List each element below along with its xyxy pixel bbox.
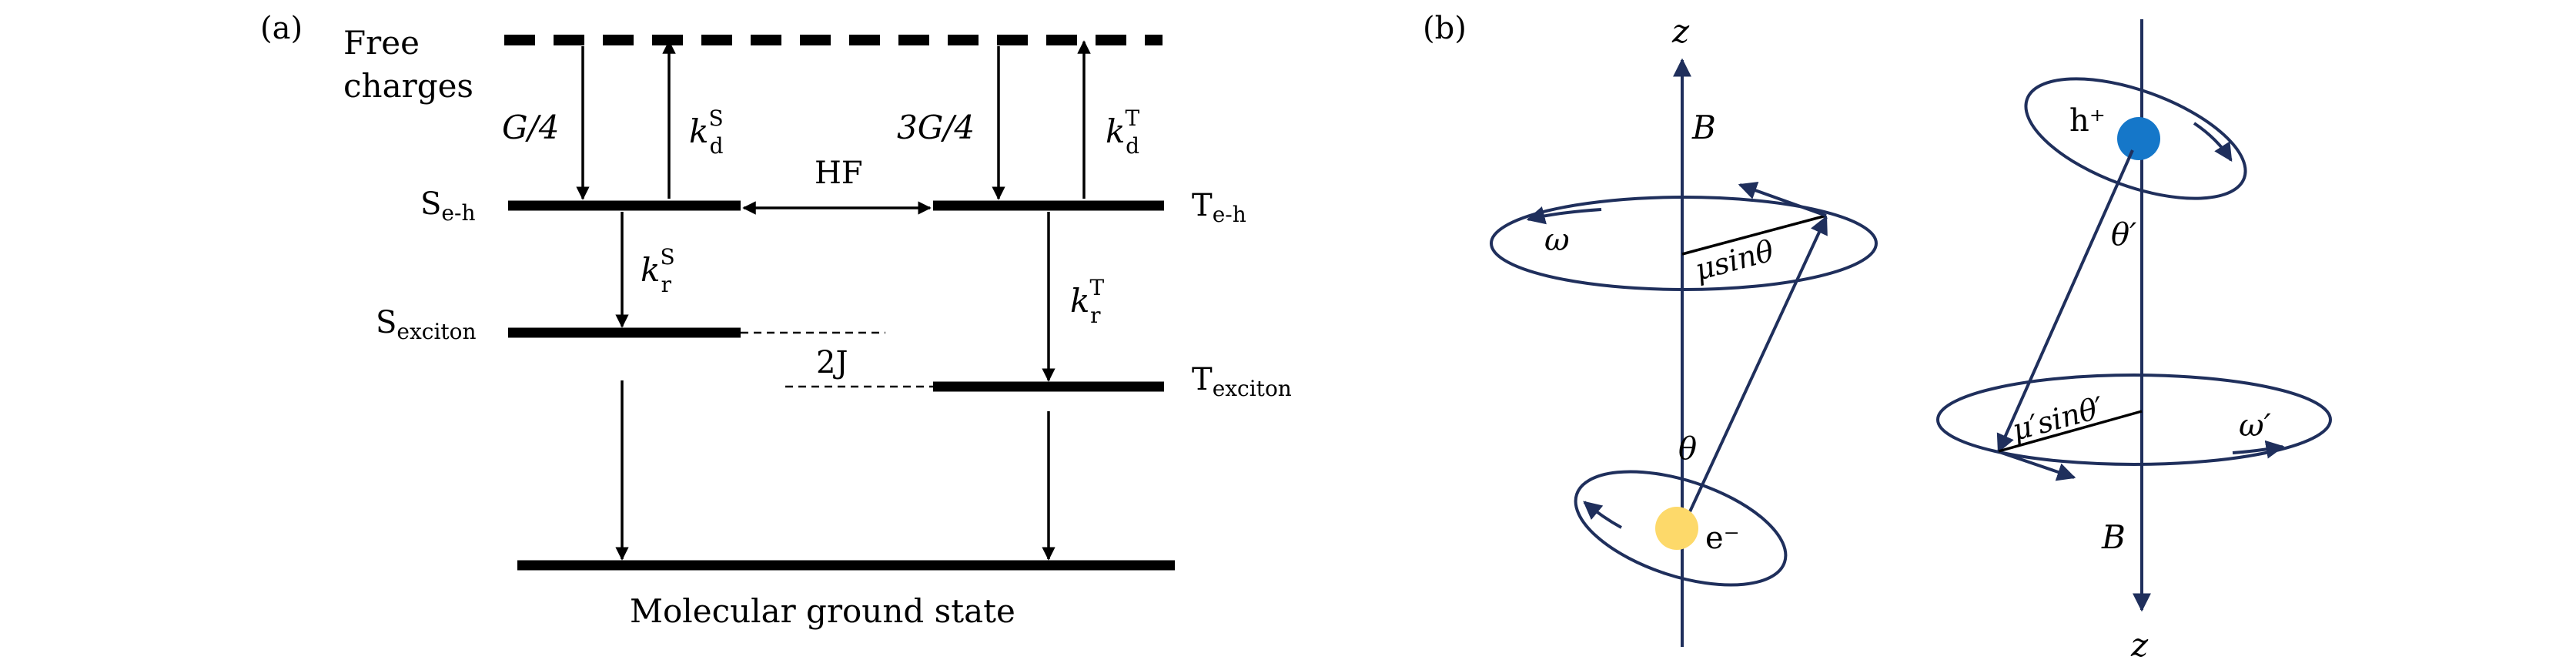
omega-prime-label: ω′ bbox=[2239, 408, 2271, 444]
ground-state-label: Molecular ground state bbox=[630, 592, 1015, 630]
two-j-label: 2J bbox=[816, 345, 848, 380]
kd-triplet-base: k bbox=[1106, 112, 1125, 150]
electron-precession: z B ω μsinθ θ e⁻ bbox=[1490, 12, 1878, 647]
singlet-eh-main: S bbox=[420, 186, 441, 222]
g-singlet-label: G/4 bbox=[502, 109, 559, 146]
kd-singlet-sup: S bbox=[708, 106, 723, 131]
field-label-right: B bbox=[2101, 518, 2126, 556]
kd-singlet-base: k bbox=[689, 112, 708, 150]
free-charges-label-line1: Free bbox=[343, 24, 420, 62]
triplet-exciton-label: Texciton bbox=[1192, 362, 1292, 401]
mu-prime-sin-theta-prime-line bbox=[1998, 410, 2143, 453]
panel-a-label: (a) bbox=[260, 11, 303, 46]
hole-precession-ellipse bbox=[1936, 374, 2332, 466]
electron-spin-arrow bbox=[1583, 501, 1622, 529]
electron-moment-vector bbox=[1681, 215, 1828, 529]
triplet-eh-label: Te-h bbox=[1192, 188, 1246, 227]
z-axis-label-top: z bbox=[1671, 12, 1690, 50]
theta-prime-label: θ′ bbox=[2111, 217, 2136, 253]
kr-triplet-sup: T bbox=[1089, 275, 1104, 300]
hole-precession: z B h⁺ θ′ μ′sinθ′ ω′ bbox=[1936, 19, 2332, 664]
omega-label: ω bbox=[1544, 223, 1570, 258]
singlet-eh-label: Se-h bbox=[420, 186, 475, 226]
triplet-eh-main: T bbox=[1192, 188, 1213, 223]
electron-spin-ellipse bbox=[1574, 470, 1788, 587]
electron-dot bbox=[1655, 507, 1698, 550]
hole-dot bbox=[2117, 117, 2160, 160]
singlet-exciton-main: S bbox=[376, 305, 396, 340]
g-triplet-label: 3G/4 bbox=[897, 109, 975, 146]
triplet-eh-sub: e-h bbox=[1213, 202, 1246, 227]
mu-sin-theta-text: μsinθ bbox=[1691, 233, 1778, 286]
singlet-exciton-sub: exciton bbox=[396, 319, 476, 344]
mu-sin-theta-line bbox=[1681, 214, 1827, 256]
kd-triplet-sub: d bbox=[1126, 133, 1139, 159]
hole-spin-arrow bbox=[2193, 122, 2233, 162]
singlet-exciton-label: Sexciton bbox=[376, 305, 477, 344]
kr-singlet-sub: r bbox=[661, 272, 672, 297]
hf-label: HF bbox=[815, 156, 863, 191]
kd-triplet-sup: T bbox=[1125, 106, 1139, 131]
electron-precession-arrow bbox=[1526, 206, 1602, 225]
kd-singlet-sub: d bbox=[710, 133, 724, 159]
mu-sin-theta-label: μsinθ bbox=[1691, 233, 1778, 286]
panel-b: (b) z B ω μsinθ θ e⁻ z B bbox=[1423, 11, 2332, 664]
z-axis-label-bottom: z bbox=[2130, 626, 2149, 664]
kr-triplet-base: k bbox=[1070, 282, 1089, 320]
theta-label: θ bbox=[1678, 431, 1697, 467]
hole-precession-arrow bbox=[2232, 440, 2285, 459]
singlet-eh-sub: e-h bbox=[441, 200, 475, 226]
kr-triplet-sub: r bbox=[1090, 303, 1101, 328]
electron-moment-tip-arrow bbox=[1738, 181, 1827, 217]
hole-label: h⁺ bbox=[2069, 103, 2106, 139]
electron-label: e⁻ bbox=[1705, 521, 1740, 556]
kr-singlet-base: k bbox=[641, 251, 660, 289]
electron-precession-ellipse bbox=[1490, 196, 1878, 291]
hole-moment-vector bbox=[1996, 149, 2134, 454]
triplet-exciton-sub: exciton bbox=[1213, 376, 1292, 401]
hole-moment-tip-arrow bbox=[2001, 451, 2076, 481]
field-label-left: B bbox=[1691, 109, 1716, 146]
kr-singlet-sup: S bbox=[660, 244, 674, 270]
free-charges-label-line2: charges bbox=[343, 67, 473, 105]
panel-b-label: (b) bbox=[1423, 11, 1467, 46]
triplet-exciton-main: T bbox=[1192, 362, 1213, 397]
